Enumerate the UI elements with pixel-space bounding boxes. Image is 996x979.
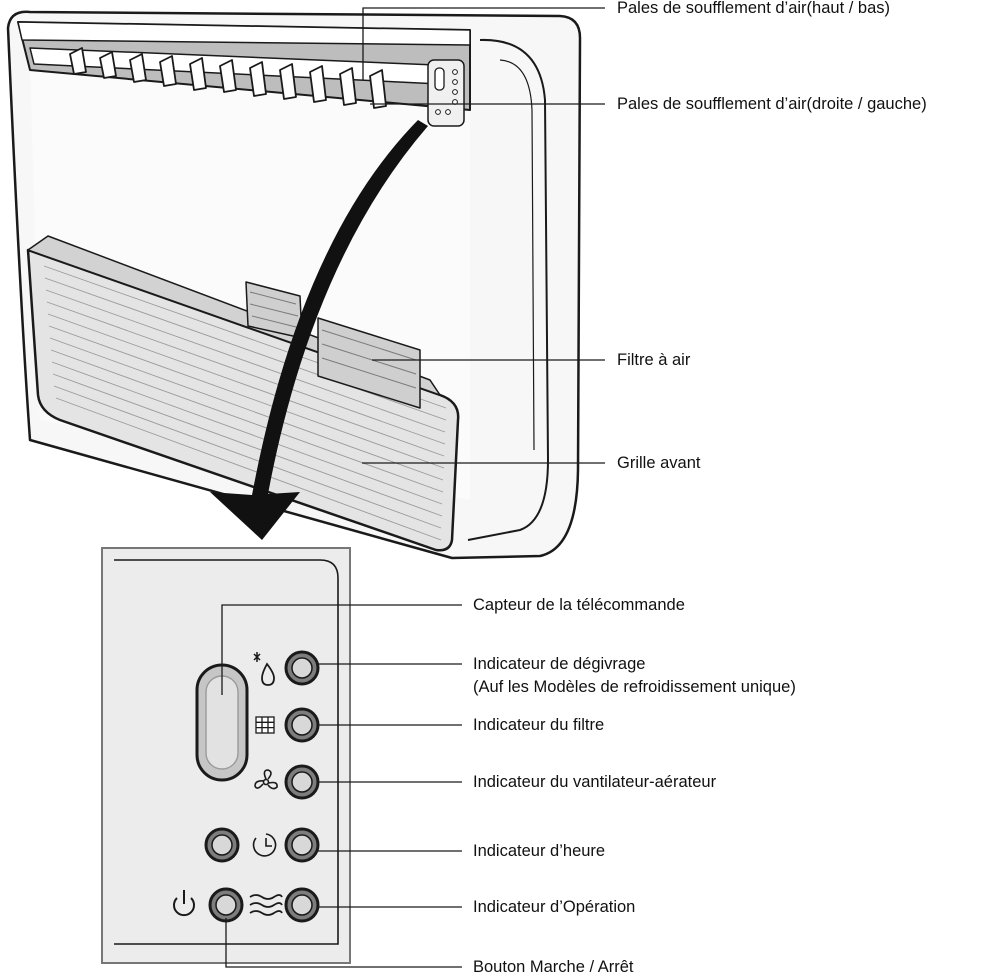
label-air-filter: Filtre à air — [617, 351, 691, 369]
panel-buttons — [204, 827, 244, 923]
indicator-lamps — [284, 650, 320, 923]
control-panel — [101, 547, 351, 964]
timer-icon — [252, 833, 277, 857]
air-filters — [245, 281, 421, 409]
indoor-unit — [6, 10, 582, 560]
defrost-icon — [253, 652, 275, 686]
leader-lines — [221, 7, 605, 968]
vanes-leftright — [69, 47, 387, 109]
label-operation-indicator: Indicateur d’Opération — [473, 898, 636, 916]
label-remote-sensor: Capteur de la télécommande — [473, 596, 685, 614]
front-grille — [26, 248, 460, 552]
power-icon — [173, 890, 195, 917]
grille-slats — [43, 265, 447, 541]
label-front-grille: Grille avant — [617, 454, 701, 472]
label-fan-indicator: Indicateur du vantilateur-aérateur — [473, 773, 717, 791]
label-power-button: Bouton Marche / Arrêt — [473, 958, 634, 976]
label-vanes-updown: Pales de soufflement d’air(haut / bas) — [617, 0, 891, 17]
unit-side — [467, 38, 549, 541]
label-defrost-indicator: Indicateur de dégivrage — [473, 655, 646, 673]
wave-icon — [249, 894, 283, 916]
label-timer-indicator: Indicateur d’heure — [473, 842, 606, 860]
label-filter-indicator: Indicateur du filtre — [473, 716, 605, 734]
label-defrost-note: (Auf les Modèles de refroidissement uniq… — [473, 678, 796, 696]
unit-control-panel — [427, 59, 465, 127]
filter-icon — [255, 716, 275, 734]
label-vanes-leftright: Pales de soufflement d’air(droite / gauc… — [617, 95, 927, 113]
fan-icon — [254, 769, 278, 790]
pointer-arrow — [210, 120, 428, 540]
